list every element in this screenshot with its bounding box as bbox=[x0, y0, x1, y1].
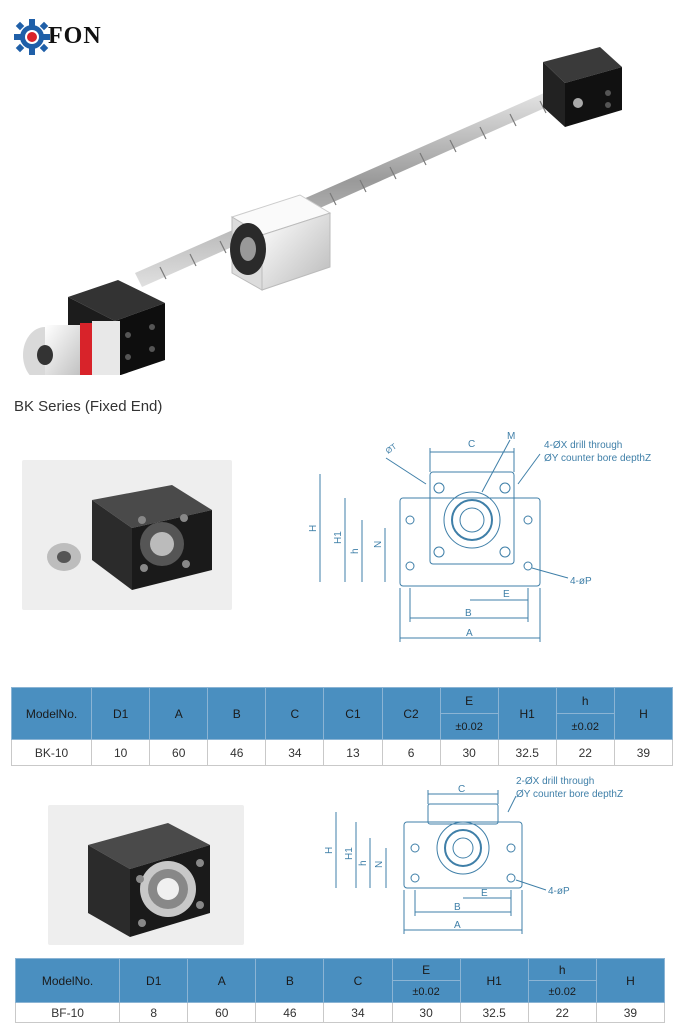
bk-label-h: H bbox=[308, 525, 319, 532]
bk-header-c: C bbox=[265, 687, 325, 740]
ball-screw-assembly-image bbox=[23, 47, 622, 375]
bf-cell: 34 bbox=[323, 1002, 393, 1023]
bf-label-e: E bbox=[481, 888, 488, 899]
bk-dimension-diagram: C M ØT 4-ØX drill through ØY counter bor… bbox=[308, 431, 651, 642]
bk-label-c: C bbox=[468, 439, 475, 450]
bf-drill-note-2: ØY counter bore depthZ bbox=[516, 789, 623, 800]
bk-label-m: M bbox=[507, 431, 515, 442]
bk-spec-table: ModelNo. D1 A B C C1 C2 E H1 h H ±0.02 ±… bbox=[10, 687, 674, 766]
bf-dimension-diagram: C 2-ØX drill through ØY counter bore dep… bbox=[324, 776, 623, 934]
bf-cell: 30 bbox=[391, 1002, 461, 1023]
coupling bbox=[23, 321, 120, 375]
bk-header-c1: C1 bbox=[323, 687, 383, 740]
bf-header-modelno: ModelNo. bbox=[14, 958, 121, 1003]
brand-logo: FON bbox=[14, 12, 124, 60]
bf-cell: 8 bbox=[119, 1002, 189, 1023]
gear-logo-icon bbox=[14, 19, 50, 55]
bk-header-hs-tolerance: ±0.02 bbox=[555, 713, 615, 740]
bf-header-e: E bbox=[391, 958, 461, 981]
bf-label-b: B bbox=[454, 902, 461, 913]
bf-cell: 32.5 bbox=[459, 1002, 529, 1023]
bk-header-e-tolerance: ±0.02 bbox=[439, 713, 499, 740]
bk-header-h1: H1 bbox=[497, 687, 557, 740]
table-row: BK-10 10 60 46 34 13 6 30 32.5 22 39 bbox=[10, 739, 674, 766]
bf-label-p: 4-øP bbox=[548, 886, 570, 897]
bk-header-c2: C2 bbox=[381, 687, 441, 740]
bk-cell: BK-10 bbox=[10, 739, 93, 766]
bk-cell: 6 bbox=[381, 739, 441, 766]
bk-cell: 30 bbox=[439, 739, 499, 766]
support-block-right bbox=[543, 47, 622, 127]
bf-housing-outline bbox=[427, 803, 499, 825]
bk-cell: 46 bbox=[207, 739, 267, 766]
bf-label-a: A bbox=[454, 920, 461, 931]
bk-section-title: BK Series (Fixed End) bbox=[14, 398, 163, 415]
bf-drill-note-1: 2-ØX drill through bbox=[516, 776, 594, 787]
bf-label-hs: h bbox=[358, 860, 369, 866]
screw-rod bbox=[135, 75, 592, 287]
bf-label-h1: H1 bbox=[344, 847, 355, 860]
bf-cell: 22 bbox=[527, 1002, 597, 1023]
bf-header-d1: D1 bbox=[119, 958, 189, 1003]
bk-header-a: A bbox=[149, 687, 209, 740]
bf-header-c: C bbox=[323, 958, 393, 1003]
bf-base-outline bbox=[403, 821, 523, 889]
bk-label-a: A bbox=[466, 628, 473, 639]
bf-cell: BF-10 bbox=[14, 1002, 121, 1023]
bf-label-n: N bbox=[374, 861, 385, 868]
bf-label-h: H bbox=[324, 847, 335, 854]
bk-label-hs: h bbox=[350, 548, 361, 554]
bf-spec-table: ModelNo. D1 A B C E H1 h H ±0.02 ±0.02 B… bbox=[14, 958, 666, 1023]
bk-label-n: N bbox=[373, 541, 384, 548]
bf-cell: 60 bbox=[187, 1002, 257, 1023]
bk-label-h1: H1 bbox=[333, 531, 344, 544]
bk-label-p: 4-øP bbox=[570, 576, 592, 587]
bk-cell: 13 bbox=[323, 739, 383, 766]
bk-housing-outline bbox=[429, 471, 515, 565]
bf-label-c: C bbox=[458, 784, 465, 795]
bk-header-hs: h bbox=[555, 687, 615, 714]
ball-nut bbox=[230, 194, 332, 291]
bk-label-e: E bbox=[503, 589, 510, 600]
bk-header-b: B bbox=[207, 687, 267, 740]
bf-cell: 46 bbox=[255, 1002, 325, 1023]
bf-header-h: H bbox=[595, 958, 666, 1003]
bk-header-modelno: ModelNo. bbox=[10, 687, 93, 740]
bf-cell: 39 bbox=[595, 1002, 666, 1023]
bk-cell: 39 bbox=[613, 739, 674, 766]
bf-header-hs: h bbox=[527, 958, 597, 981]
bk-cell: 32.5 bbox=[497, 739, 557, 766]
bf-header-a: A bbox=[187, 958, 257, 1003]
bk-cell: 10 bbox=[91, 739, 151, 766]
bf-header-e-tolerance: ±0.02 bbox=[391, 980, 461, 1003]
bk-base-outline bbox=[399, 497, 541, 587]
brand-name: FON bbox=[48, 22, 102, 49]
bk-product-photo bbox=[22, 460, 232, 610]
bf-header-b: B bbox=[255, 958, 325, 1003]
bf-header-h1: H1 bbox=[459, 958, 529, 1003]
bf-header-hs-tolerance: ±0.02 bbox=[527, 980, 597, 1003]
bk-label-t: ØT bbox=[384, 442, 398, 456]
bk-cell: 60 bbox=[149, 739, 209, 766]
bk-cell: 34 bbox=[265, 739, 325, 766]
table-row: BF-10 8 60 46 34 30 32.5 22 39 bbox=[14, 1002, 666, 1023]
bk-cell: 22 bbox=[555, 739, 615, 766]
bk-header-d1: D1 bbox=[91, 687, 151, 740]
bk-drill-note-2: ØY counter bore depthZ bbox=[544, 453, 651, 464]
bk-drill-note-1: 4-ØX drill through bbox=[544, 440, 622, 451]
bk-label-b: B bbox=[465, 608, 472, 619]
bk-header-h: H bbox=[613, 687, 674, 740]
bk-header-e: E bbox=[439, 687, 499, 714]
bf-product-photo bbox=[48, 805, 244, 945]
